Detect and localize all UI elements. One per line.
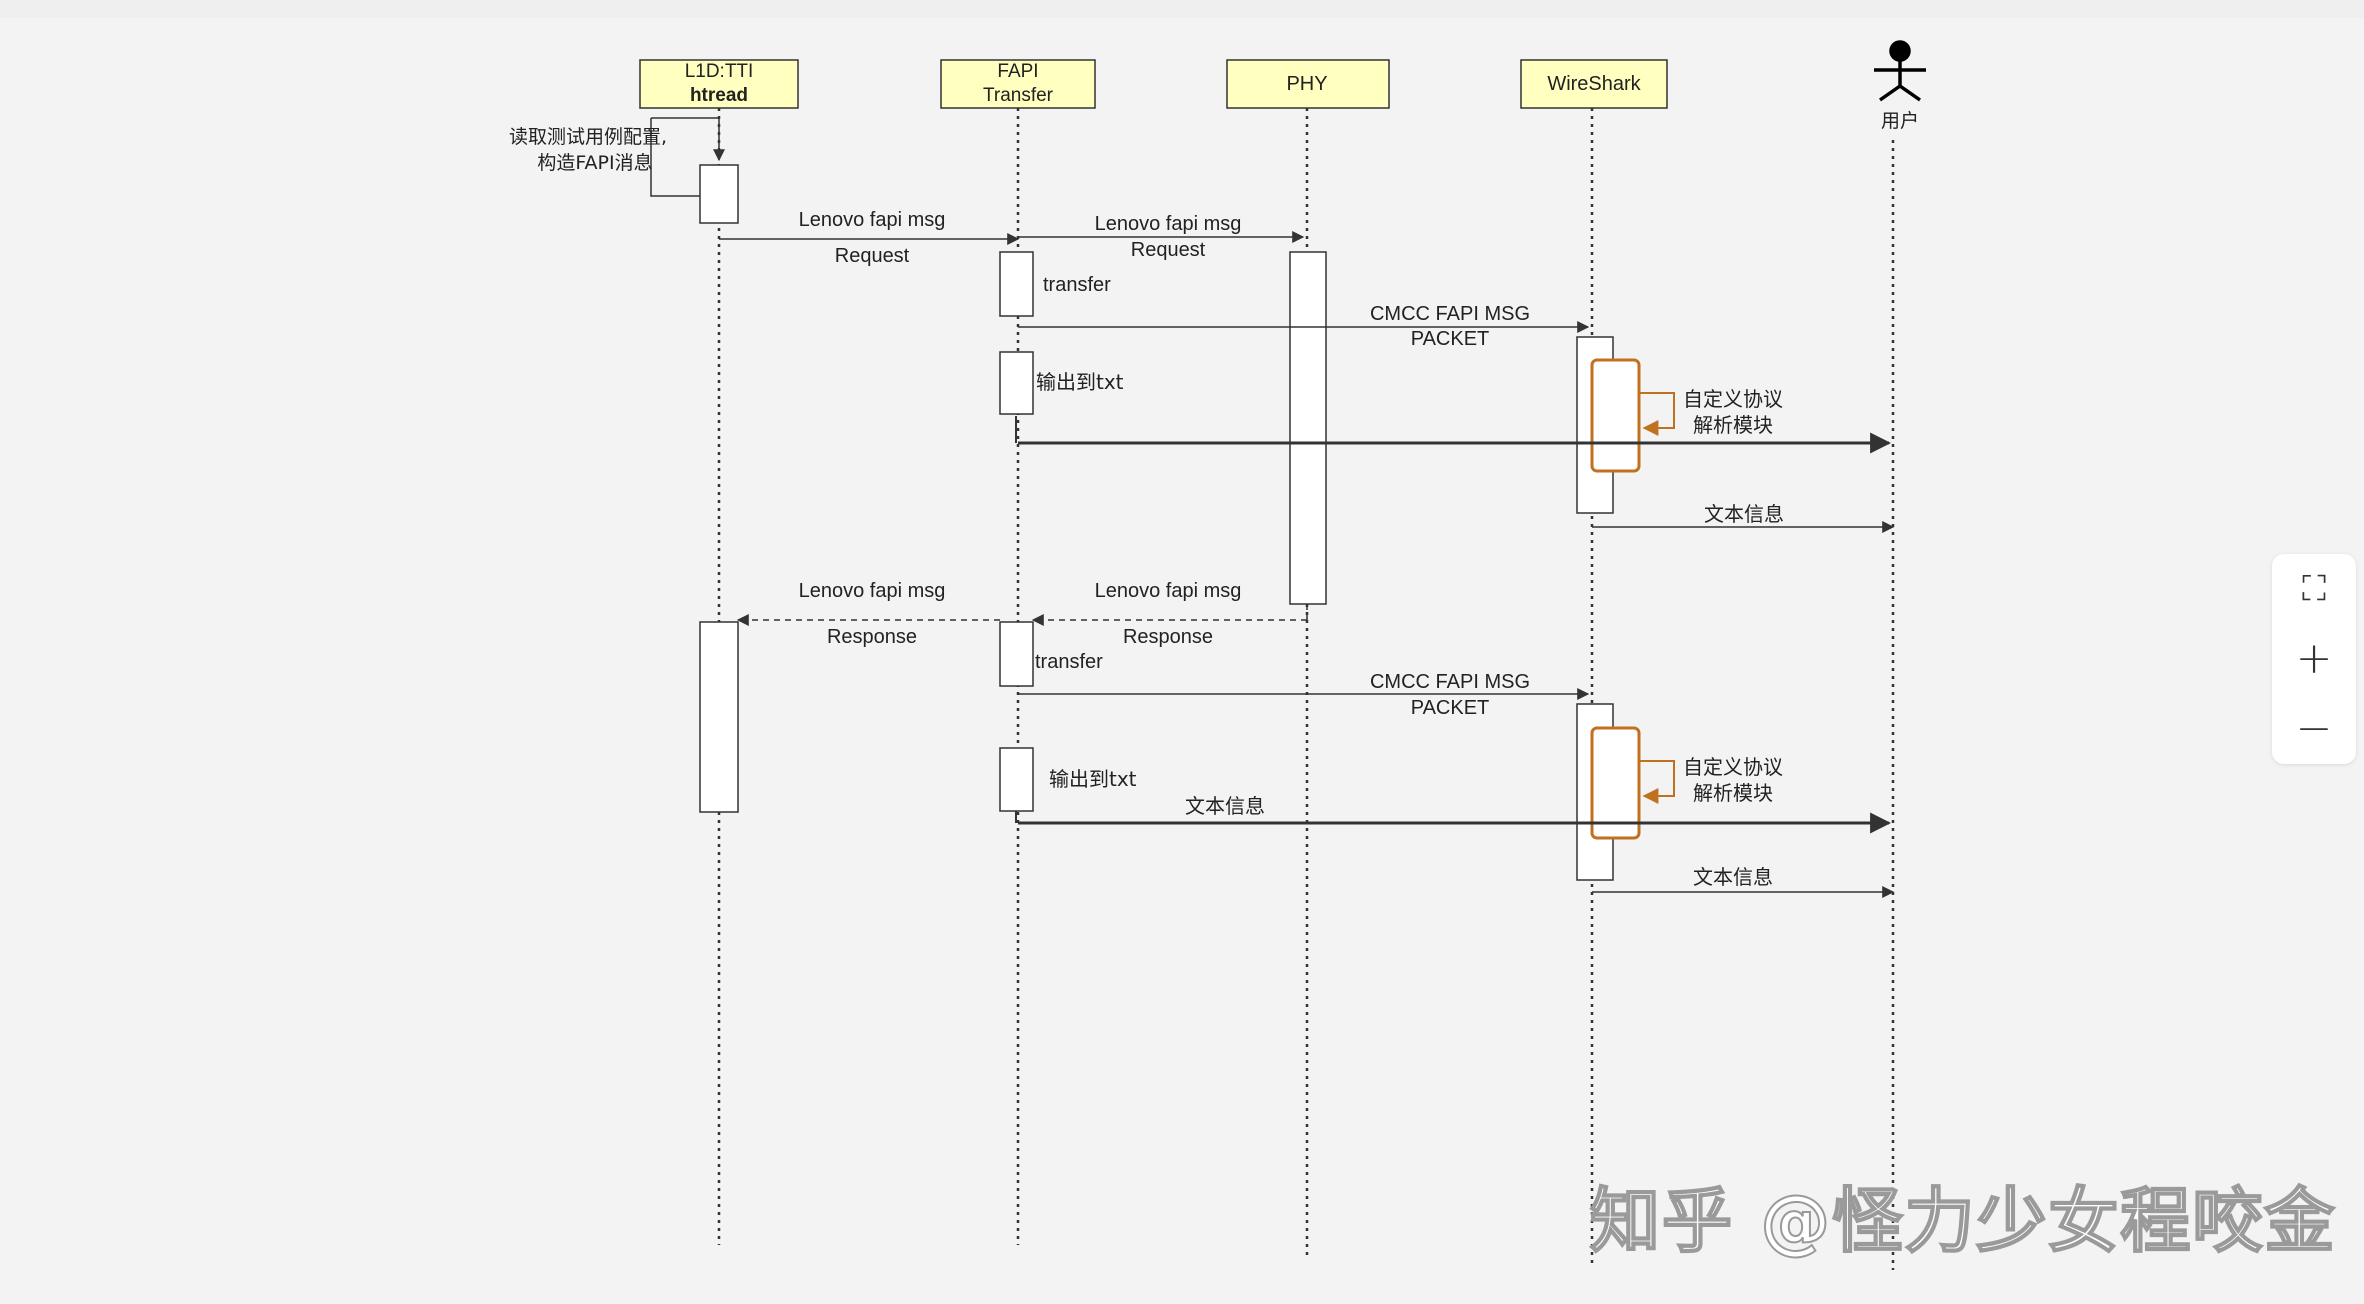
message-cmcc-2: CMCC FAPI MSG PACKET	[1018, 671, 1590, 719]
self-note-line-1: 读取测试用例配置,	[509, 126, 667, 148]
watermark: 知乎 @怪力少女程咬金	[1589, 1179, 2337, 1263]
parser-2-line-1: 自定义协议	[1683, 755, 1783, 779]
participant-fapi-transfer[interactable]: FAPI Transfer	[940, 59, 1096, 109]
parser-self-loop-2: 自定义协议 解析模块	[1639, 755, 1783, 805]
activation-fapi-2	[999, 351, 1034, 415]
activation-phy-1	[1289, 251, 1327, 605]
top-strip	[0, 0, 2364, 18]
activation-fapi-1	[999, 251, 1034, 317]
activation-fapi-3	[999, 621, 1034, 687]
parser-1-line-2: 解析模块	[1693, 413, 1773, 437]
response-2-sublabel: Response	[1123, 626, 1213, 648]
zoom-controls: ⛶ + −	[2272, 554, 2356, 764]
zoom-out-button[interactable]: −	[2295, 703, 2333, 754]
transfer-label-2: transfer	[1035, 651, 1103, 673]
request-2-sublabel: Request	[1131, 239, 1206, 261]
response-1-sublabel: Response	[827, 626, 917, 648]
participant-l1d-label-1: L1D:TTI	[685, 61, 754, 82]
participant-user-label: 用户	[1881, 110, 1919, 132]
response-2-label: Lenovo fapi msg	[1095, 580, 1242, 602]
request-2-label: Lenovo fapi msg	[1095, 213, 1242, 235]
parser-1-line-1: 自定义协议	[1683, 387, 1783, 411]
participant-l1d[interactable]: L1D:TTI htread	[639, 59, 799, 109]
request-1-label: Lenovo fapi msg	[799, 209, 946, 231]
text-info-1-label: 文本信息	[1704, 502, 1784, 526]
participant-l1d-label-2: htread	[690, 85, 748, 106]
text-info-2-label: 文本信息	[1185, 794, 1265, 818]
participant-phy-label: PHY	[1286, 73, 1327, 95]
cmcc-2-label: CMCC FAPI MSG	[1370, 671, 1530, 693]
fit-screen-icon[interactable]: ⛶	[2302, 569, 2326, 609]
message-response-2: Lenovo fapi msg Response	[1031, 580, 1308, 648]
message-request-1: Lenovo fapi msg Request	[719, 209, 1020, 267]
activation-l1d-2	[699, 621, 739, 813]
activation-parser-2	[1590, 726, 1641, 840]
participant-wireshark[interactable]: WireShark	[1520, 59, 1668, 109]
text-info-3-label: 文本信息	[1693, 865, 1773, 889]
request-1-sublabel: Request	[835, 245, 910, 267]
participant-wireshark-label: WireShark	[1547, 73, 1641, 95]
message-text-info-1: 文本信息	[1592, 502, 1895, 533]
message-response-1: Lenovo fapi msg Response	[736, 580, 1000, 648]
transfer-label-1: transfer	[1043, 274, 1111, 296]
response-1-label: Lenovo fapi msg	[799, 580, 946, 602]
output-to-user-2: 文本信息	[1015, 794, 1892, 834]
parser-activations	[1590, 358, 1641, 840]
output-txt-label-2: 输出到txt	[1049, 767, 1137, 791]
zoom-in-button[interactable]: +	[2295, 633, 2333, 684]
activation-l1d-1	[699, 164, 739, 224]
activation-fapi-4	[999, 747, 1034, 812]
activation-parser-1	[1590, 358, 1641, 473]
parser-2-line-2: 解析模块	[1693, 781, 1773, 805]
message-text-info-3: 文本信息	[1592, 865, 1895, 898]
participant-user[interactable]: 用户	[1874, 40, 1926, 132]
cmcc-1-sublabel: PACKET	[1411, 328, 1490, 350]
parser-self-loop-1: 自定义协议 解析模块	[1639, 387, 1783, 437]
activations	[699, 164, 1614, 881]
participant-phy[interactable]: PHY	[1226, 59, 1390, 109]
message-cmcc-1: CMCC FAPI MSG PACKET	[1018, 303, 1590, 350]
participant-fapi-label-2: Transfer	[983, 85, 1054, 106]
output-txt-label-1: 输出到txt	[1036, 370, 1124, 394]
message-request-2: Lenovo fapi msg Request	[1018, 213, 1305, 261]
self-message-config: 读取测试用例配置, 构造FAPI消息	[509, 117, 725, 197]
participant-fapi-label-1: FAPI	[997, 61, 1038, 82]
self-note-line-2: 构造FAPI消息	[537, 152, 652, 174]
cmcc-2-sublabel: PACKET	[1411, 697, 1490, 719]
cmcc-1-label: CMCC FAPI MSG	[1370, 303, 1530, 325]
actor-icon	[1874, 40, 1926, 102]
